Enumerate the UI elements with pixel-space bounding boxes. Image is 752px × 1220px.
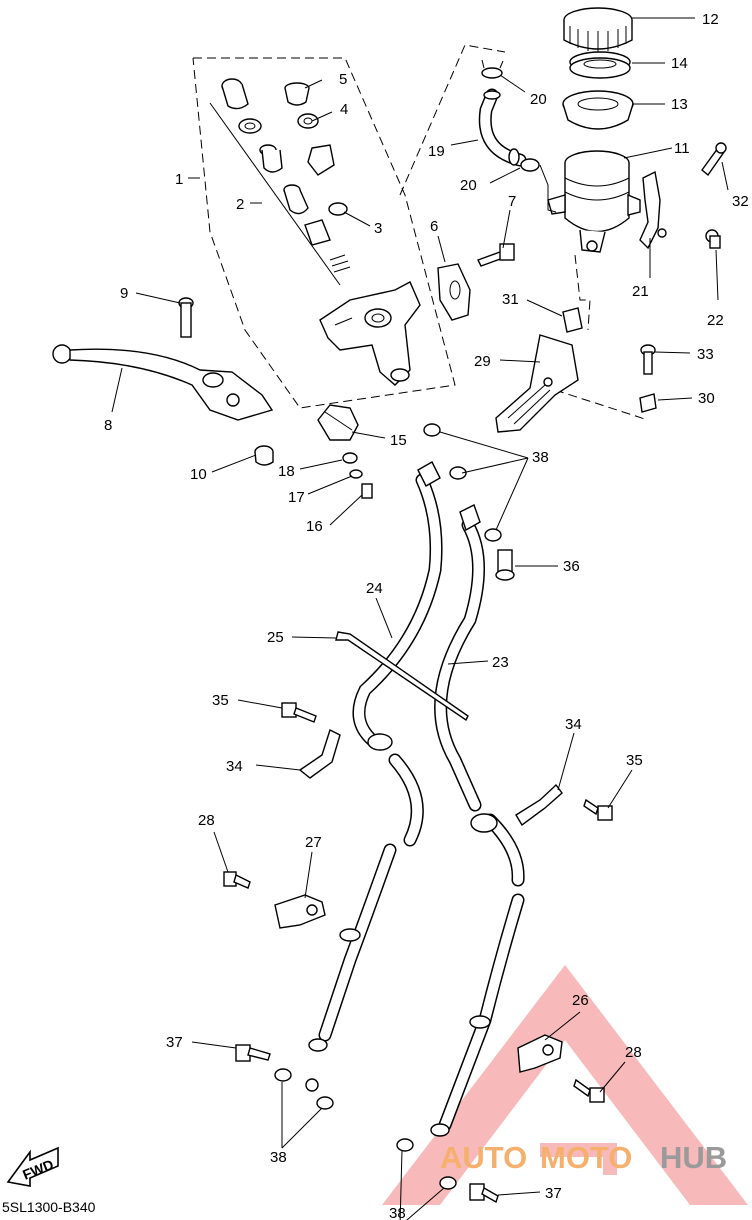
- hose-holder-26: [517, 1034, 563, 1073]
- cap-plate: [569, 51, 631, 79]
- callout-24: 24: [366, 580, 383, 597]
- callout-6: 6: [430, 218, 438, 235]
- callout-29: 29: [474, 353, 491, 370]
- callout-18: 18: [278, 463, 295, 480]
- brake-hose-upper-pair: [352, 461, 486, 812]
- spring-17: [349, 469, 363, 479]
- reservoir-bracket: [639, 170, 667, 250]
- callout-35-left: 35: [212, 692, 229, 709]
- hose-clip-lower: [520, 158, 557, 213]
- callout-7: 7: [508, 193, 516, 210]
- bolt-7: [477, 243, 515, 267]
- hose-holder-27: [274, 894, 326, 929]
- callout-20-lower: 20: [460, 177, 477, 194]
- callout-2: 2: [236, 196, 244, 213]
- bolt-28-left: [223, 871, 251, 889]
- callout-4: 4: [340, 101, 348, 118]
- watermark-word-moto: MOTO: [540, 1140, 632, 1175]
- master-cylinder-kit-parts: [209, 78, 351, 286]
- callout-13: 13: [671, 96, 688, 113]
- union-washers-lower: [274, 1068, 457, 1190]
- callout-34-left: 34: [226, 758, 243, 775]
- mirror-holder-6: [437, 263, 471, 321]
- bolt-35-right: [583, 798, 613, 821]
- callout-22: 22: [707, 312, 724, 329]
- fwd-arrow-icon: FWD: [6, 1146, 59, 1187]
- screw-16: [361, 483, 373, 499]
- hose-guide-34-left: [298, 729, 341, 779]
- screw-22: [705, 229, 721, 249]
- diaphragm: [562, 90, 634, 130]
- callout-1: 1: [175, 171, 183, 188]
- nut-30: [639, 393, 657, 413]
- reservoir-cap: [563, 7, 633, 52]
- callout-35-right: 35: [626, 752, 643, 769]
- callout-28-left: 28: [198, 812, 215, 829]
- brake-lever: [52, 344, 274, 421]
- callout-labels: 12 14 13 20 5 4 1 2 3 19 11 20 32 7 6 21…: [104, 11, 749, 1220]
- callout-28-right: 28: [625, 1044, 642, 1061]
- pivot-bolt-9: [178, 297, 194, 338]
- callout-5: 5: [339, 71, 347, 88]
- callout-37-right: 37: [545, 1185, 562, 1202]
- callout-31: 31: [502, 291, 519, 308]
- callout-9: 9: [120, 285, 128, 302]
- callout-20-upper: 20: [530, 91, 547, 108]
- callout-10: 10: [190, 466, 207, 483]
- watermark-triangle: [382, 965, 748, 1205]
- callout-19: 19: [428, 143, 445, 160]
- callout-38-lower-right: 38: [389, 1205, 406, 1220]
- hose-lower-right: [430, 813, 525, 1137]
- master-cylinder-body: [319, 281, 421, 386]
- callout-17: 17: [288, 489, 305, 506]
- callout-26: 26: [572, 992, 589, 1009]
- screw-33: [640, 344, 656, 375]
- leader-lines: [111, 17, 729, 1220]
- union-bolt-37-left: [235, 1044, 271, 1062]
- reservoir-tank: [547, 150, 641, 253]
- callout-32: 32: [732, 193, 749, 210]
- hose-lower-left: [305, 733, 424, 1092]
- bolt-35-left: [281, 702, 317, 723]
- callout-14: 14: [671, 55, 688, 72]
- watermark-logo: AUTO MOTO HUB: [382, 965, 748, 1205]
- brake-switch-15: [317, 404, 359, 441]
- callout-34-right: 34: [565, 716, 582, 733]
- callout-38-lower-left: 38: [270, 1149, 287, 1166]
- callout-15: 15: [390, 432, 407, 449]
- callout-27: 27: [305, 834, 322, 851]
- watermark-word-auto: AUTO: [440, 1140, 527, 1175]
- callout-12: 12: [702, 11, 719, 28]
- union-bolt-37-right: [469, 1183, 499, 1204]
- callout-21: 21: [632, 283, 649, 300]
- bracket-bolt-32: [701, 142, 727, 177]
- reservoir-hose: [478, 88, 527, 167]
- washer-18: [342, 452, 358, 464]
- callout-33: 33: [697, 346, 714, 363]
- callout-23: 23: [492, 654, 509, 671]
- callout-30: 30: [698, 390, 715, 407]
- cover-29: [495, 334, 579, 433]
- union-bolt-36: [495, 549, 515, 581]
- callout-3: 3: [374, 220, 382, 237]
- hose-clip-upper: [481, 59, 504, 79]
- watermark-word-hub: HUB: [660, 1140, 727, 1175]
- callout-37-left: 37: [166, 1034, 183, 1051]
- callout-25: 25: [267, 629, 284, 646]
- callout-36: 36: [563, 558, 580, 575]
- assembly-outline: [192, 44, 649, 421]
- hose-tie-25: [335, 631, 469, 722]
- callout-8: 8: [104, 417, 112, 434]
- union-washers-upper: [423, 423, 502, 542]
- callout-38-upper: 38: [532, 449, 549, 466]
- nut-10: [254, 445, 274, 466]
- hose-guide-34-right: [515, 783, 563, 827]
- callout-16: 16: [306, 518, 323, 535]
- drawing-code: 5SL1300-B340: [2, 1199, 96, 1215]
- callout-11: 11: [674, 140, 690, 157]
- reservoir-stay-31: [562, 307, 583, 333]
